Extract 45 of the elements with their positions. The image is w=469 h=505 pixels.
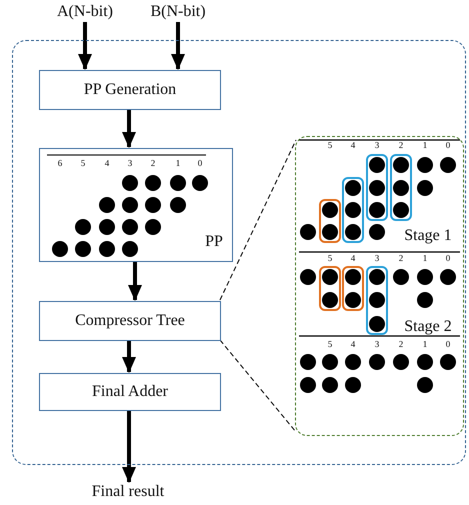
arrow [122, 410, 136, 483]
dashed-boundary [12, 40, 466, 465]
column-number: 1 [422, 139, 428, 151]
pp-label: PP [204, 232, 224, 252]
arrow [122, 109, 136, 148]
column-number: 2 [150, 157, 156, 169]
column-number: 3 [374, 139, 380, 151]
column-number: 2 [398, 252, 404, 264]
column-number: 3 [374, 338, 380, 350]
column-number: 5 [80, 157, 86, 169]
column-number: 4 [350, 338, 356, 350]
column-number: 1 [174, 157, 182, 169]
column-number: 1 [422, 252, 428, 264]
column-number: 2 [398, 139, 404, 151]
input-label: B(N-bit) [138, 2, 218, 22]
column-number: 2 [398, 338, 404, 350]
column-number: 1 [422, 338, 428, 350]
column-number: 6 [56, 157, 64, 169]
dashed-line [220, 140, 296, 300]
column-number: 0 [444, 338, 452, 350]
column-number: 0 [444, 252, 452, 264]
column-number: 4 [350, 252, 356, 264]
dashed-line [220, 340, 296, 432]
column-number: 3 [126, 157, 134, 169]
arrow [78, 22, 92, 70]
process-box: Compressor Tree [39, 301, 221, 341]
arrow [122, 340, 136, 373]
column-number: 4 [350, 139, 356, 151]
output-label: Final result [78, 482, 178, 502]
column-number: 5 [326, 139, 334, 151]
process-box: PP Generation [39, 70, 221, 110]
arrow [171, 22, 185, 70]
column-number: 3 [374, 252, 380, 264]
column-number: 4 [104, 157, 110, 169]
compression-stages-panel [295, 136, 464, 436]
process-box: Final Adder [39, 373, 221, 411]
input-label: A(N-bit) [45, 2, 125, 22]
stage-label: Stage 1 [403, 226, 453, 246]
column-number: 5 [326, 338, 334, 350]
column-number: 0 [444, 139, 452, 151]
partial-product-box [39, 148, 233, 262]
stage-label: Stage 2 [403, 317, 453, 337]
column-number: 5 [326, 252, 334, 264]
arrow [128, 261, 142, 301]
column-number: 0 [196, 157, 204, 169]
